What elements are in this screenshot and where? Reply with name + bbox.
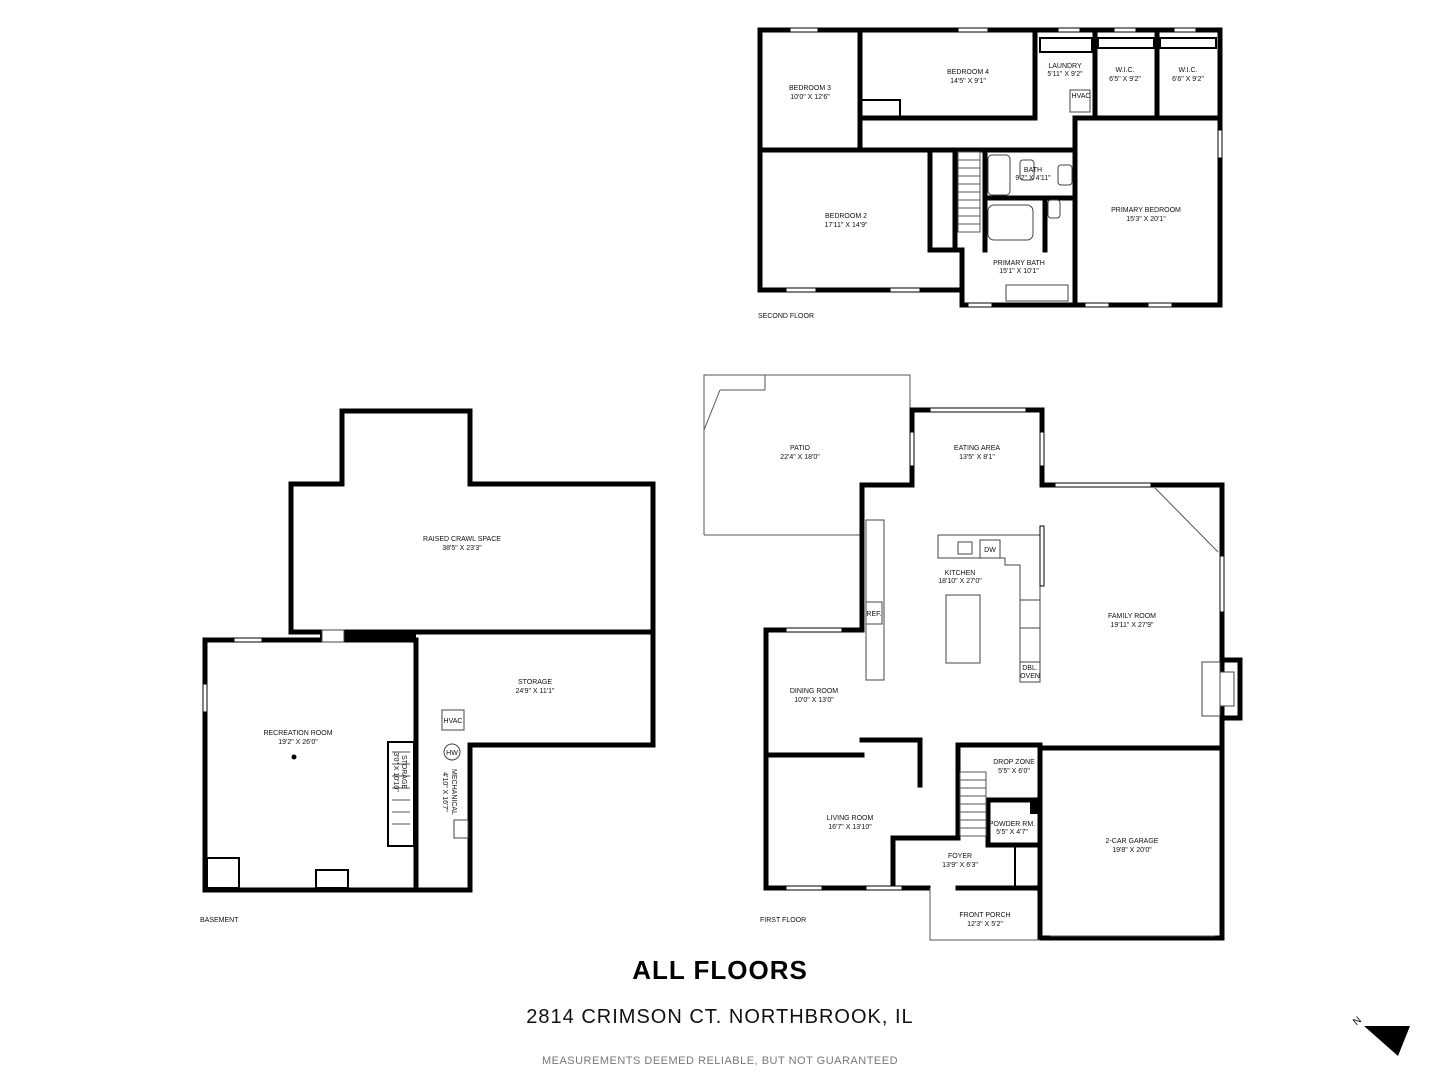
room-dim-wic2: 6'6" X 9'2" bbox=[1172, 76, 1204, 83]
floor-label-first: FIRST FLOOR bbox=[760, 917, 806, 924]
floor-label-basement: BASEMENT bbox=[200, 917, 239, 924]
room-name-kitchen: KITCHEN bbox=[945, 570, 976, 577]
room-dim-bedroom3: 10'0" X 12'6" bbox=[790, 94, 830, 101]
room-name-primary-bath: PRIMARY BATH bbox=[993, 260, 1045, 267]
room-dim-primary-bath: 15'1" X 10'1" bbox=[999, 268, 1039, 275]
dbl-oven-label-1: DBL. bbox=[1022, 665, 1038, 672]
room-dim-bedroom2: 17'11" X 14'9" bbox=[825, 222, 868, 229]
room-dim-patio: 22'4" X 18'0" bbox=[780, 454, 820, 461]
room-dim-family-room: 19'11" X 27'9" bbox=[1111, 622, 1154, 629]
room-name-crawl: RAISED CRAWL SPACE bbox=[423, 536, 501, 543]
room-name-living-room: LIVING ROOM bbox=[827, 815, 874, 822]
room-name-garage: 2-CAR GARAGE bbox=[1106, 838, 1159, 845]
first-floor-plan: REF. DW DBL. OVEN bbox=[703, 374, 1243, 941]
room-dim-foyer: 13'9" X 6'3" bbox=[942, 862, 978, 869]
basement-plan: HVAC HW bbox=[202, 408, 656, 893]
compass-arrow-shape bbox=[1364, 1026, 1410, 1056]
room-dim-wic1: 6'5" X 9'2" bbox=[1109, 76, 1141, 83]
room-dim-storage: 24'9" X 11'1" bbox=[515, 688, 555, 695]
room-dim-garage: 19'8" X 20'0" bbox=[1112, 847, 1152, 854]
room-dim-kitchen: 18'10" X 27'0" bbox=[938, 578, 982, 585]
room-name-mechanical: MECHANICAL bbox=[450, 769, 457, 815]
room-name-primary-bedroom: PRIMARY BEDROOM bbox=[1111, 207, 1181, 214]
north-arrow-icon: N bbox=[1351, 1015, 1410, 1056]
room-name-wic2: W.I.C. bbox=[1178, 67, 1197, 74]
ref-label: REF. bbox=[866, 611, 881, 618]
room-dim-eating-area: 13'5" X 8'1" bbox=[959, 454, 995, 461]
hvac-label-basement: HVAC bbox=[444, 718, 463, 725]
second-floor-plan: HVAC bbox=[757, 27, 1223, 308]
room-name-bedroom2: BEDROOM 2 bbox=[825, 213, 867, 220]
room-dim-storage-small: 3'0" X 10'10" bbox=[392, 752, 399, 792]
room-name-powder-rm: POWDER RM. bbox=[989, 821, 1035, 828]
room-name-front-porch: FRONT PORCH bbox=[959, 912, 1010, 919]
dbl-oven-label-2: OVEN bbox=[1020, 673, 1040, 680]
room-name-patio: PATIO bbox=[790, 445, 811, 452]
hw-label: HW bbox=[446, 750, 458, 757]
disclaimer-text: MEASUREMENTS DEEMED RELIABLE, BUT NOT GU… bbox=[541, 1055, 899, 1067]
room-dim-crawl: 38'5" X 23'3" bbox=[442, 545, 482, 552]
room-dim-primary-bedroom: 15'3" X 20'1" bbox=[1126, 216, 1166, 223]
room-name-bedroom4: BEDROOM 4 bbox=[947, 69, 989, 76]
all-floors-title: ALL FLOORS bbox=[632, 955, 808, 985]
room-name-storage-small: STORAGE bbox=[400, 755, 407, 789]
stairs-first bbox=[959, 771, 987, 837]
stairs-second bbox=[957, 151, 981, 233]
room-name-storage: STORAGE bbox=[518, 679, 552, 686]
room-dim-living-room: 16'7" X 13'10" bbox=[828, 824, 872, 831]
room-name-laundry: LAUNDRY bbox=[1048, 63, 1082, 70]
room-name-dining-room: DINING ROOM bbox=[790, 688, 838, 695]
floor-label-second: SECOND FLOOR bbox=[758, 313, 814, 320]
room-dim-front-porch: 12'3" X 5'2" bbox=[967, 921, 1003, 928]
room-dim-bedroom4: 14'5" X 9'1" bbox=[950, 78, 986, 85]
room-name-wic1: W.I.C. bbox=[1115, 67, 1134, 74]
room-name-foyer: FOYER bbox=[948, 853, 972, 860]
room-dim-dining-room: 10'0" X 13'0" bbox=[794, 697, 834, 704]
room-dim-laundry: 5'11" X 9'2" bbox=[1047, 71, 1083, 78]
room-name-recreation: RECREATION ROOM bbox=[263, 730, 332, 737]
hvac-label-second: HVAC bbox=[1072, 93, 1091, 100]
room-name-bath: BATH bbox=[1024, 167, 1042, 174]
room-dim-drop-zone: 5'5" X 6'0" bbox=[998, 768, 1030, 775]
room-dim-mechanical: 4'10" X 16'7" bbox=[441, 772, 448, 812]
address-line: 2814 CRIMSON CT. NORTHBROOK, IL bbox=[526, 1006, 914, 1028]
room-name-bedroom3: BEDROOM 3 bbox=[789, 85, 831, 92]
room-name-drop-zone: DROP ZONE bbox=[993, 759, 1035, 766]
room-dim-bath: 9'2" X 4'11" bbox=[1015, 175, 1051, 182]
dw-label: DW bbox=[984, 547, 996, 554]
compass-letter: N bbox=[1351, 1015, 1364, 1028]
room-dim-recreation: 19'2" X 26'0" bbox=[278, 739, 318, 746]
room-name-family-room: FAMILY ROOM bbox=[1108, 613, 1156, 620]
room-dim-powder-rm: 5'5" X 4'7" bbox=[996, 829, 1028, 836]
room-name-eating-area: EATING AREA bbox=[954, 445, 1000, 452]
